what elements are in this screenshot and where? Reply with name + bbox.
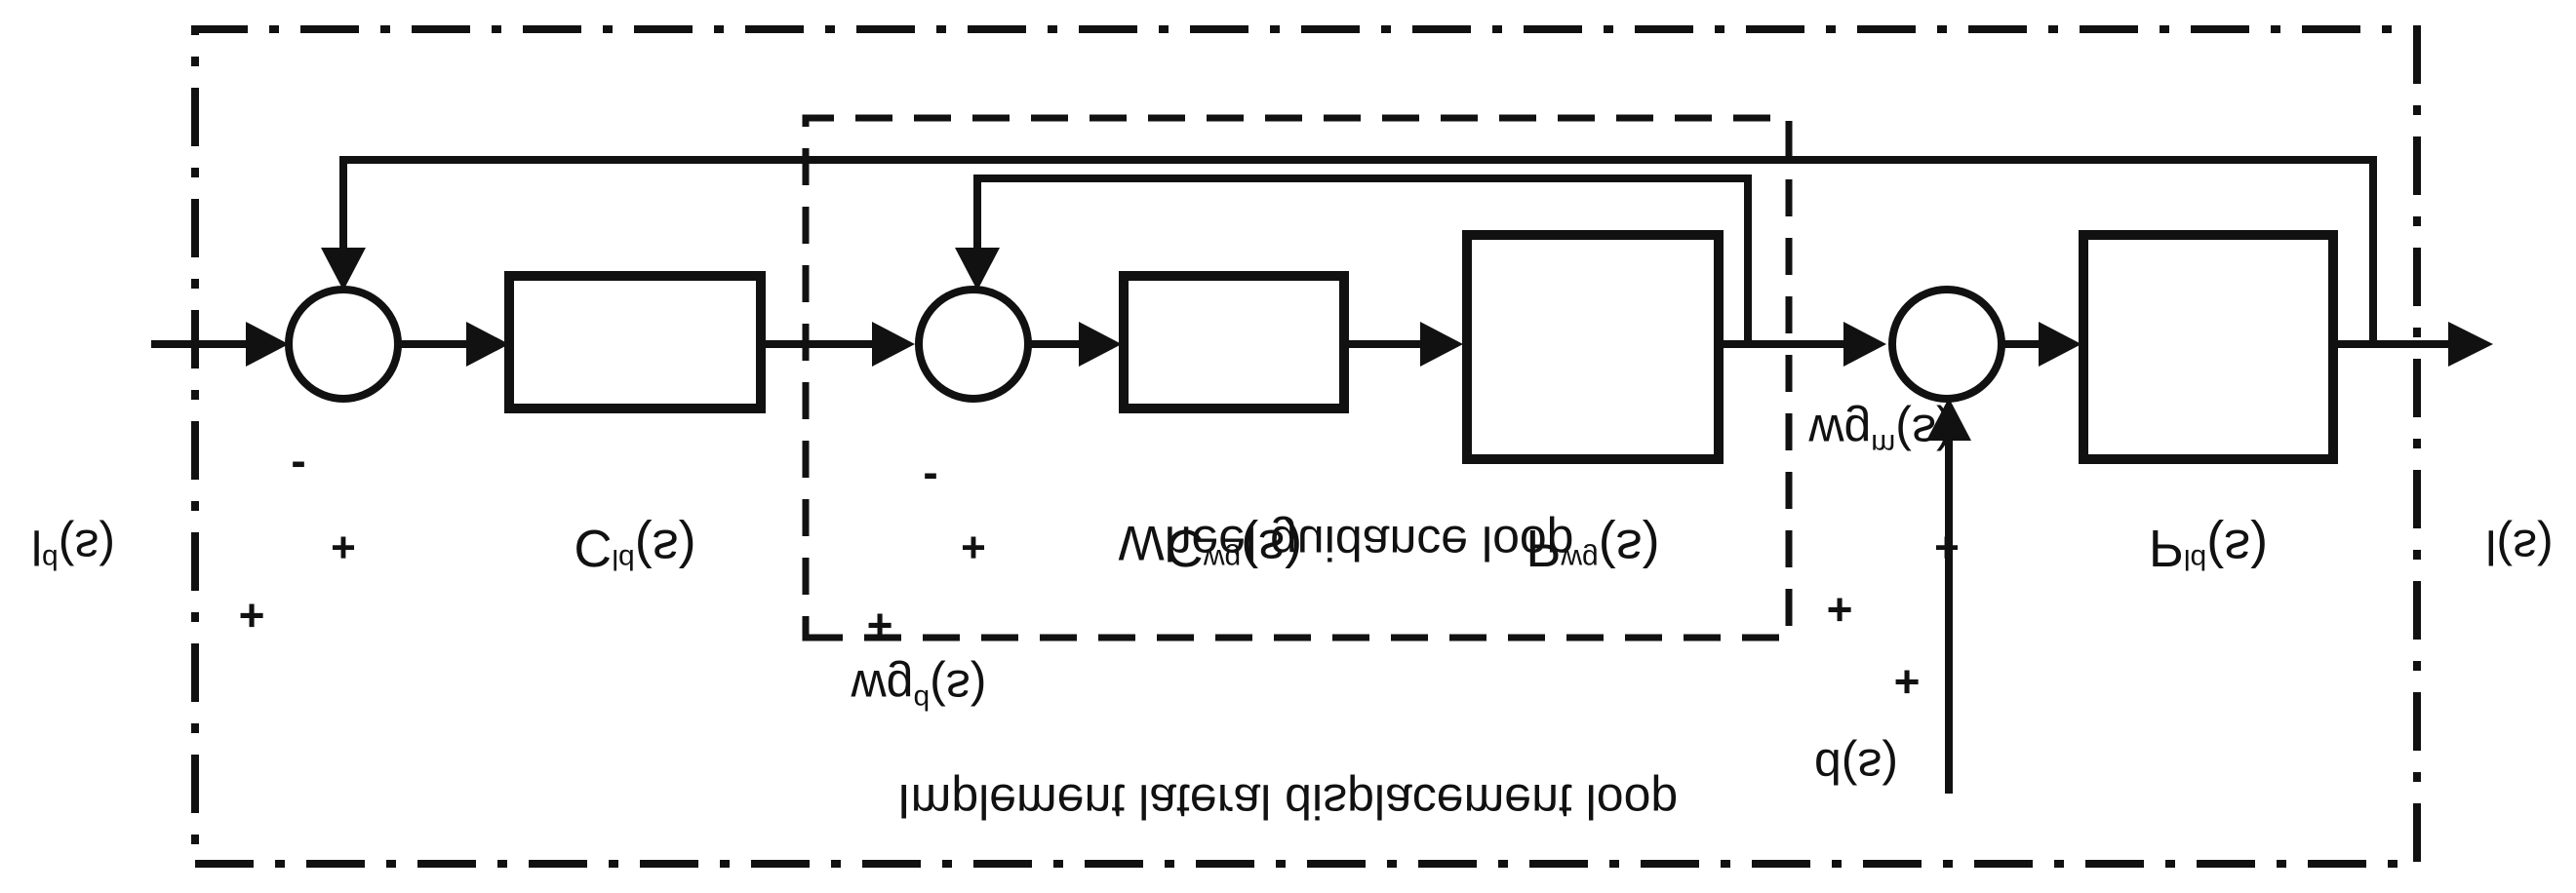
sign-sum1-plus: + [239,591,265,641]
sign-sum3-plus-left: + [1827,585,1853,636]
inner-feedback-arrowhead [955,248,1000,291]
summing-junction-1 [285,286,402,403]
signal-output-label: l(s) [2485,520,2553,574]
arrowhead-cld [466,322,509,367]
sign-sum2-plus: + [867,601,893,651]
inner-loop-frame [802,114,1793,641]
block-p-wg [1462,230,1724,464]
outer-feedback-arrowhead [321,248,366,291]
block-c-ld [504,271,766,413]
sum2-symbol: + [961,524,986,571]
arrowhead-cwg [1079,322,1122,367]
outer-loop-frame [191,25,2421,868]
input-arrowhead [246,322,289,367]
arrowhead-sum3 [1843,322,1886,367]
block-c-wg-label: Cwg(s) [1166,519,1302,577]
inner-loop-title: Wheel guidance loop [1119,516,1574,570]
signal-wheel-desired-label: wgd(s) [851,660,987,716]
signal-wheel-measured-label: wgm(s) [1807,405,1952,460]
block-p-wg-label: Pwg(s) [1526,519,1659,577]
disturbance-arrowhead [1926,398,1971,441]
signal-reference-label: ld(s) [31,520,115,575]
outer-loop-title: Implement lateral displacement loop [897,774,1678,829]
block-p-ld-label: Pld(s) [2149,519,2268,577]
inner-feedback-loop-display [973,175,1752,344]
sign-sum1-minus: - [291,443,305,493]
arrowhead-pwg [1420,322,1463,367]
block-c-wg [1119,271,1349,413]
sum1-symbol: + [331,524,356,571]
outer-feedback-wire [339,156,2377,344]
output-arrowhead [2448,322,2493,367]
sign-sum2-minus: - [923,454,937,505]
text-layer: + + + Cld(s) Cwg(s) Pwg(s) Pld(s) ld(s) … [31,405,2554,794]
sum3-symbol: + [1934,524,1960,571]
sign-sum3-plus-bottom: + [1894,657,1921,708]
block-p-ld [2079,230,2338,464]
arrowhead-sum2 [872,322,915,367]
arrowhead-pld [2039,322,2081,367]
block-c-ld-label: Cld(s) [574,519,695,577]
summing-junction-2 [915,286,1032,403]
summing-junction-3 [1888,286,2005,403]
signal-disturbance-label: d(s) [1814,739,1898,794]
